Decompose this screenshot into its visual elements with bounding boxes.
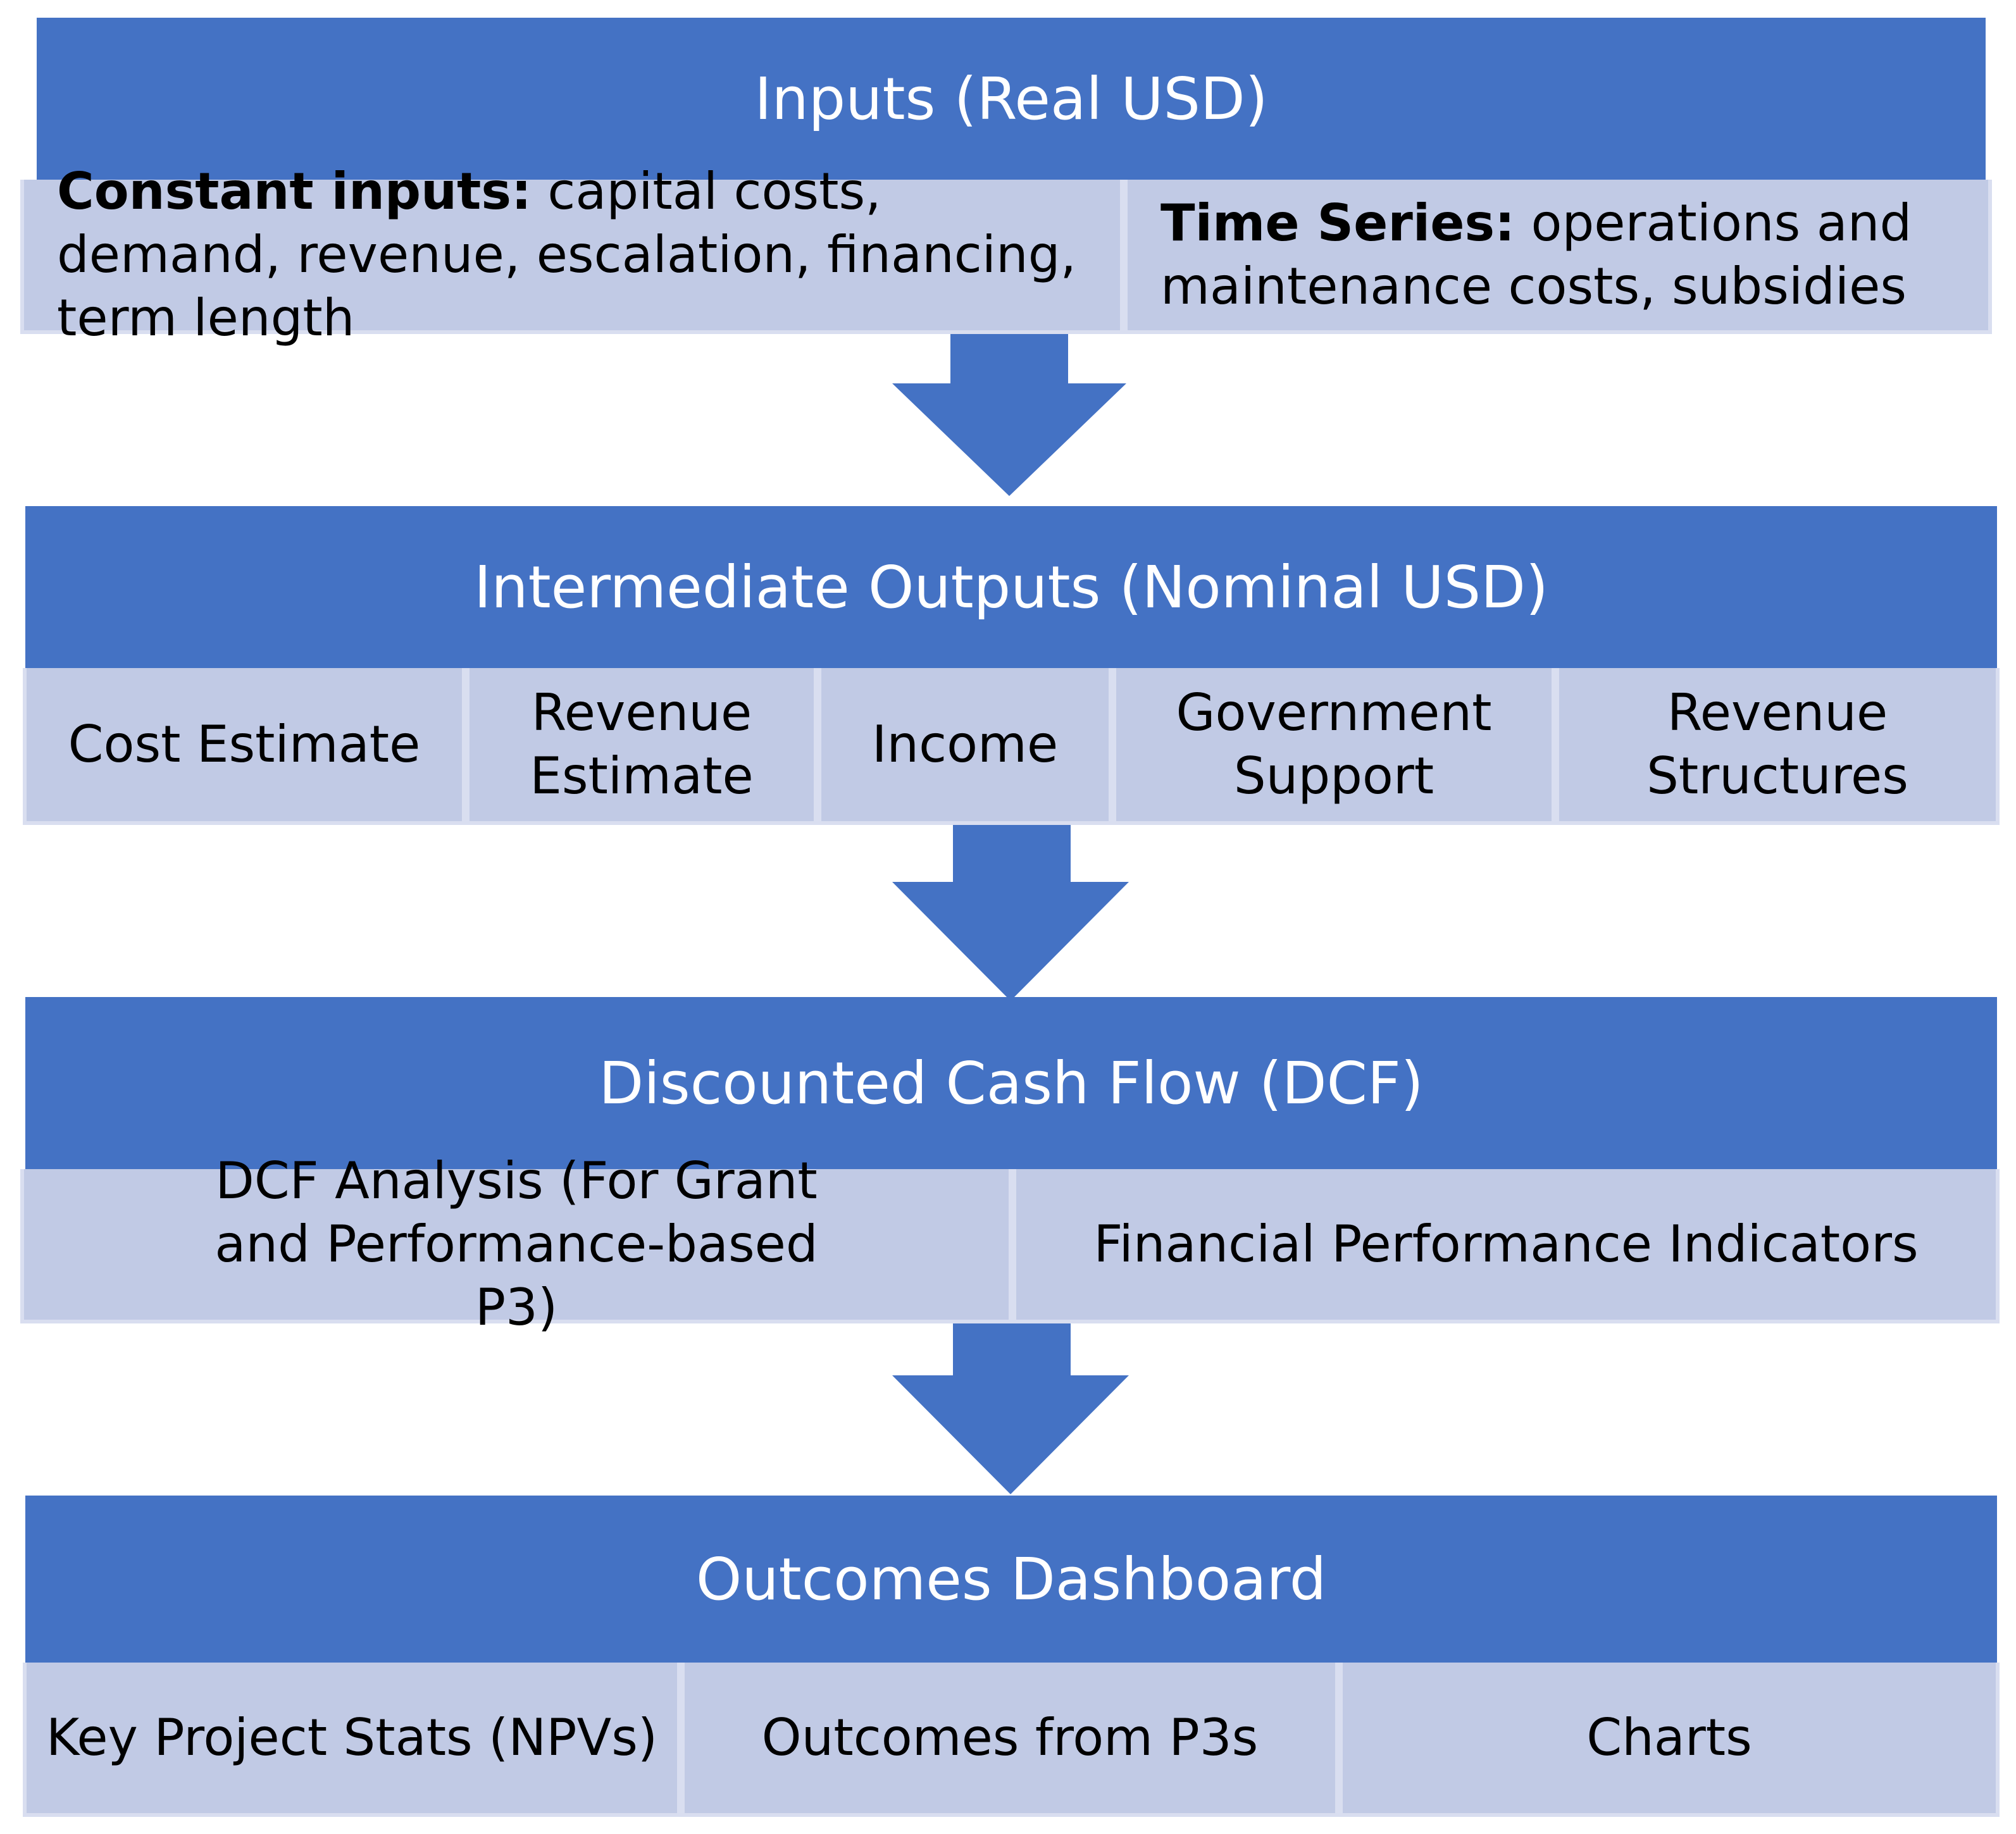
time-series-box: Time Series: operations and maintenance … bbox=[1124, 180, 1992, 334]
down-arrow-icon bbox=[892, 1323, 1129, 1494]
outcomes-dashboard-title: Outcomes Dashboard bbox=[695, 1545, 1327, 1613]
government-support-box: Government Support bbox=[1112, 668, 1555, 825]
inputs-row: Constant inputs: capital costs, demand, … bbox=[20, 162, 1992, 347]
cost-estimate-label: Cost Estimate bbox=[68, 715, 421, 774]
cost-estimate-box: Cost Estimate bbox=[23, 668, 466, 825]
revenue-estimate-label: Revenue Estimate bbox=[530, 683, 754, 805]
financial-performance-indicators-box: Financial Performance Indicators bbox=[1012, 1169, 2000, 1323]
government-support-label: Government Support bbox=[1176, 683, 1492, 805]
intermediate-outputs-header: Intermediate Outputs (Nominal USD) bbox=[25, 506, 1997, 668]
dcf-analysis-box: DCF Analysis (For Grant and Performance-… bbox=[20, 1151, 1012, 1337]
outcomes-from-p3s-label: Outcomes from P3s bbox=[761, 1708, 1259, 1767]
outcomes-dashboard-row: Key Project Stats (NPVs) Outcomes from P… bbox=[23, 1663, 2000, 1817]
constant-inputs-label: Constant inputs: bbox=[57, 162, 532, 221]
inputs-header: Inputs (Real USD) bbox=[37, 18, 1986, 180]
inputs-title: Inputs (Real USD) bbox=[754, 65, 1268, 133]
income-box: Income bbox=[818, 668, 1112, 825]
constant-inputs-text: capital costs, demand, revenue, escalati… bbox=[57, 162, 1076, 347]
time-series-text: operations and maintenance costs, subsid… bbox=[1160, 194, 1912, 316]
key-project-stats-box: Key Project Stats (NPVs) bbox=[23, 1663, 681, 1817]
dcf-analysis-label: DCF Analysis (For Grant and Performance-… bbox=[215, 1151, 818, 1337]
dcf-title: Discounted Cash Flow (DCF) bbox=[599, 1049, 1424, 1117]
income-label: Income bbox=[871, 715, 1059, 774]
charts-label: Charts bbox=[1586, 1708, 1752, 1767]
dcf-header: Discounted Cash Flow (DCF) bbox=[25, 997, 1997, 1169]
intermediate-outputs-row: Cost Estimate Revenue Estimate Income Go… bbox=[23, 668, 2000, 825]
key-project-stats-label: Key Project Stats (NPVs) bbox=[46, 1708, 658, 1767]
time-series-label: Time Series: bbox=[1160, 194, 1515, 252]
down-arrow-icon bbox=[892, 334, 1126, 496]
financial-performance-indicators-label: Financial Performance Indicators bbox=[1093, 1215, 1919, 1273]
dcf-row: DCF Analysis (For Grant and Performance-… bbox=[20, 1151, 2000, 1337]
revenue-estimate-box: Revenue Estimate bbox=[466, 668, 818, 825]
down-arrow-icon bbox=[892, 825, 1129, 1001]
revenue-structures-label: Revenue Structures bbox=[1646, 683, 1908, 805]
charts-box: Charts bbox=[1339, 1663, 2000, 1817]
revenue-structures-box: Revenue Structures bbox=[1555, 668, 2000, 825]
intermediate-outputs-title: Intermediate Outputs (Nominal USD) bbox=[474, 553, 1548, 621]
outcomes-dashboard-header: Outcomes Dashboard bbox=[25, 1496, 1997, 1663]
outcomes-from-p3s-box: Outcomes from P3s bbox=[681, 1663, 1339, 1817]
constant-inputs-box: Constant inputs: capital costs, demand, … bbox=[20, 162, 1124, 347]
